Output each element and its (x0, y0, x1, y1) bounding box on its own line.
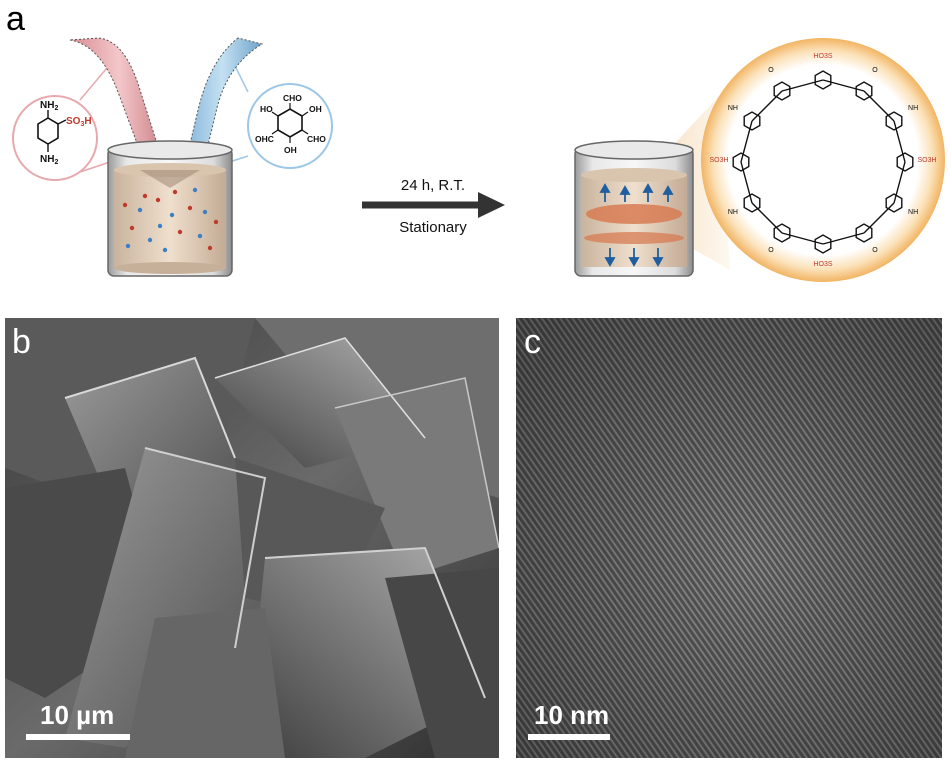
monomer-particle (122, 202, 128, 208)
framework-ring-unit (743, 193, 761, 213)
reaction-condition-stationary: Stationary (399, 219, 467, 236)
svg-text:OH: OH (284, 145, 297, 155)
framework-ring-unit (885, 193, 903, 213)
scheme-panel-a: a NH2 NH2 SO3H CHO HO OH OHC CHO OH (6, 0, 945, 282)
monomer-particle (162, 247, 168, 253)
framework-linker (740, 120, 753, 163)
framework-group-label: NH (908, 209, 918, 216)
framework-ring-unit (732, 152, 750, 172)
svg-text:NH2: NH2 (40, 154, 58, 166)
svg-text:NH2: NH2 (40, 100, 58, 112)
monomer-particle (213, 219, 219, 225)
framework-ring-unit (773, 81, 791, 101)
framework-group-label: NH (728, 105, 738, 112)
framework-group-label: HO3S (813, 53, 832, 60)
framework-group-label: O (872, 67, 878, 74)
monomer-particle (142, 193, 148, 199)
panel-letter-c: c (524, 323, 541, 361)
framework-linker (822, 232, 865, 245)
reaction-beaker-start (69, 37, 264, 277)
monomer-particle (137, 207, 143, 213)
scale-bar-c (528, 734, 610, 740)
framework-ring-unit (814, 70, 832, 90)
framework-group-label: O (768, 247, 774, 254)
monomer-particle (197, 233, 203, 239)
framework-group-label: HO3S (813, 261, 832, 268)
diamine-monomer-bubble: NH2 NH2 SO3H (12, 61, 113, 181)
framework-linker (893, 120, 906, 163)
monomer-particle (192, 187, 198, 193)
framework-group-label: SO3H (709, 157, 728, 164)
framework-ring-unit (743, 111, 761, 131)
trialdehyde-monomer-bubble: CHO HO OH OHC CHO OH (219, 59, 333, 169)
tem-image (516, 318, 942, 758)
monomer-particle (157, 223, 163, 229)
framework-linker (863, 90, 895, 122)
monomer-particle (177, 229, 183, 235)
scale-label-c: 10 nm (534, 700, 610, 730)
monomer-particle (125, 243, 131, 249)
monomer-particle (172, 189, 178, 195)
framework-linker (863, 202, 895, 234)
framework-linker (781, 232, 824, 245)
panel-letter-b: b (12, 323, 31, 361)
svg-text:CHO: CHO (283, 93, 302, 103)
monomer-particle (147, 237, 153, 243)
framework-group-label: O (872, 247, 878, 254)
framework-ring-unit (855, 81, 873, 101)
framework-linker (740, 161, 753, 204)
svg-text:SO3H: SO3H (66, 116, 92, 128)
framework-group-label: O (768, 67, 774, 74)
monomer-particle (129, 225, 135, 231)
svg-text:CHO: CHO (307, 134, 326, 144)
framework-group-label: SO3H (917, 157, 936, 164)
reaction-beaker-product (574, 95, 730, 277)
sem-sheets (5, 318, 499, 758)
framework-ring-unit (855, 223, 873, 243)
svg-text:HO: HO (260, 104, 273, 114)
monomer-particle (202, 209, 208, 215)
reaction-arrow (362, 192, 505, 218)
framework-ring-unit (896, 152, 914, 172)
framework-structure-bubble: SO3H NH O HO3S O NH SO3H NH O HO3S O NH (701, 38, 945, 282)
svg-text:OHC: OHC (255, 134, 274, 144)
monomer-particle (169, 212, 175, 218)
framework-ring-unit (773, 223, 791, 243)
svg-text:OH: OH (309, 104, 322, 114)
monomer-particle (155, 197, 161, 203)
framework-group-label: NH (728, 209, 738, 216)
monomer-particle (187, 205, 193, 211)
framework-linker (781, 79, 824, 92)
panel-letter-a: a (6, 0, 25, 38)
framework-ring-unit (885, 111, 903, 131)
framework-ring-unit (814, 234, 832, 254)
scale-bar-b (26, 734, 130, 740)
scale-label-b: 10 µm (40, 700, 115, 730)
sem-image (5, 318, 499, 758)
framework-linker (751, 90, 783, 122)
framework-linker (822, 79, 865, 92)
framework-linker (751, 202, 783, 234)
framework-group-label: NH (908, 105, 918, 112)
reaction-condition-time-temp: 24 h, R.T. (401, 177, 465, 194)
monomer-particle (207, 245, 213, 251)
framework-linker (893, 161, 906, 204)
